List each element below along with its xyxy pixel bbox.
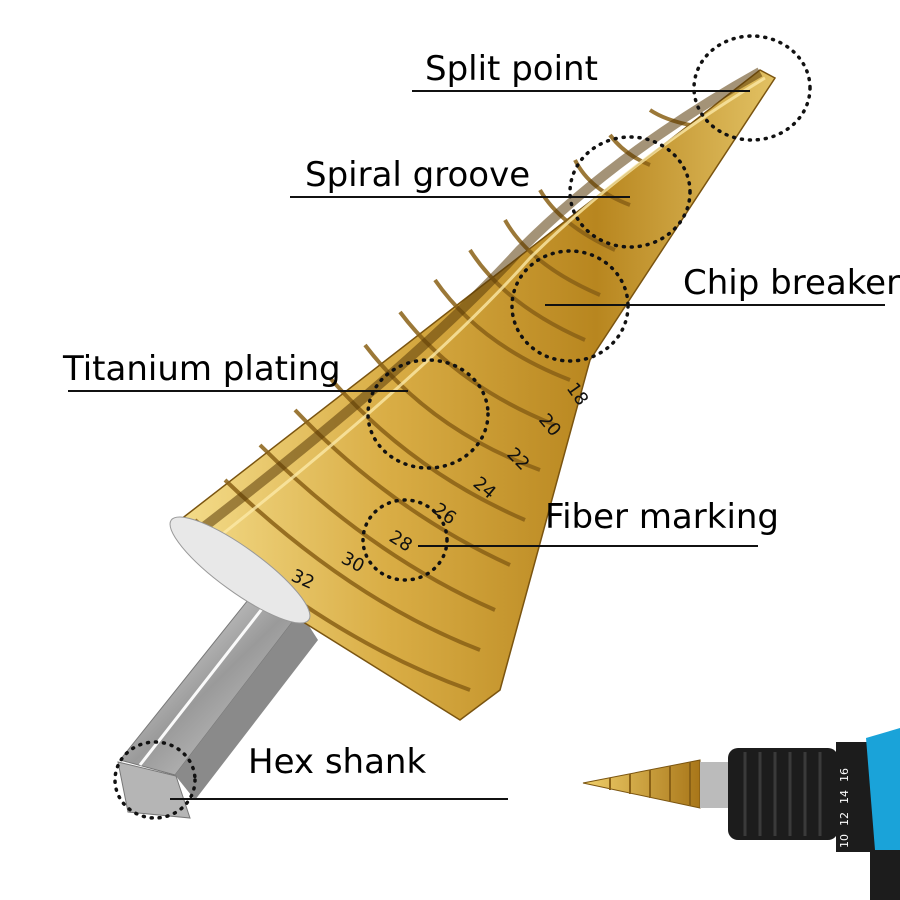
chuck-mark-16: 16	[838, 768, 851, 782]
chuck-mark-10: 10	[838, 834, 851, 848]
label-split-point: Split point	[425, 49, 598, 89]
dotted-circle-icon-spiral-groove	[568, 135, 692, 249]
dotted-circle-icon-fiber-marking	[361, 498, 449, 582]
dotted-circle-icon-titanium-plating	[366, 358, 490, 470]
label-hex-shank: Hex shank	[248, 742, 427, 782]
label-chip-breaker: Chip breaker	[683, 263, 900, 303]
drill-inset: 10 12 14 16	[582, 728, 900, 900]
leader-split-point	[412, 90, 750, 92]
leader-spiral-groove	[290, 196, 630, 198]
label-titanium-plating: Titanium plating	[63, 349, 341, 389]
dotted-circle-icon-chip-breaker	[510, 249, 630, 363]
label-spiral-groove: Spiral groove	[305, 155, 531, 195]
leader-chip-breaker	[545, 304, 885, 306]
dotted-circle-icon-hex-shank	[113, 740, 197, 820]
label-fiber-marking: Fiber marking	[545, 497, 780, 537]
chuck-mark-14: 14	[838, 790, 851, 804]
hex-shank	[117, 599, 318, 819]
leader-hex-shank	[170, 798, 508, 800]
leader-titanium-plating	[68, 390, 408, 392]
chuck-mark-12: 12	[838, 812, 851, 826]
step-drill-body	[169, 67, 777, 721]
leader-fiber-marking	[418, 545, 758, 547]
dotted-circle-icon-split-point	[692, 34, 812, 142]
callout-circles	[113, 34, 812, 820]
